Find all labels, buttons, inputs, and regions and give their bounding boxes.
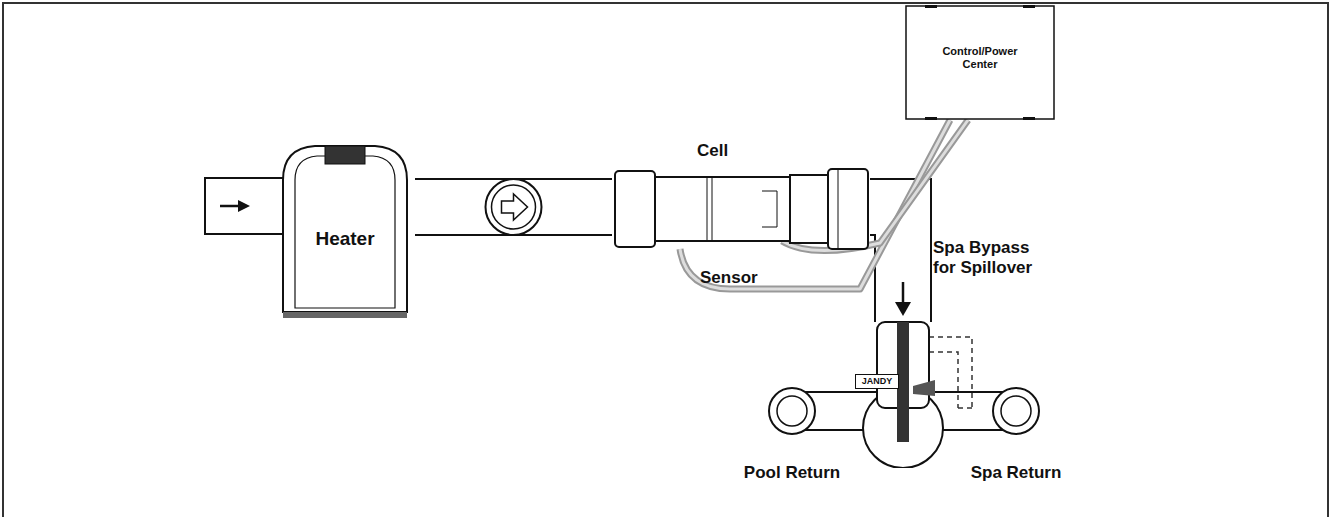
chlorinator-cell: Cell xyxy=(612,165,870,253)
spa-return-label: Spa Return xyxy=(966,463,1066,483)
sensor-label: Sensor xyxy=(700,268,780,288)
bypass-label: Spa Bypass for Spillover xyxy=(933,238,1033,277)
control-power-center: Control/Power Center xyxy=(905,5,1055,120)
node-outline xyxy=(855,318,951,468)
pool-return-label: Pool Return xyxy=(742,463,842,483)
node-outline xyxy=(612,165,870,253)
frame xyxy=(3,3,1328,517)
inlet-pipe xyxy=(205,178,285,234)
bypass-line xyxy=(929,337,972,408)
heater-unit: Heater xyxy=(275,140,415,318)
node-label: JANDY xyxy=(855,374,899,389)
node-label: Heater xyxy=(275,228,415,251)
node-label: Control/Power Center xyxy=(925,45,1035,71)
jandy-valve: JANDY xyxy=(855,318,951,468)
connector xyxy=(415,179,612,235)
node-label: Cell xyxy=(697,141,757,161)
